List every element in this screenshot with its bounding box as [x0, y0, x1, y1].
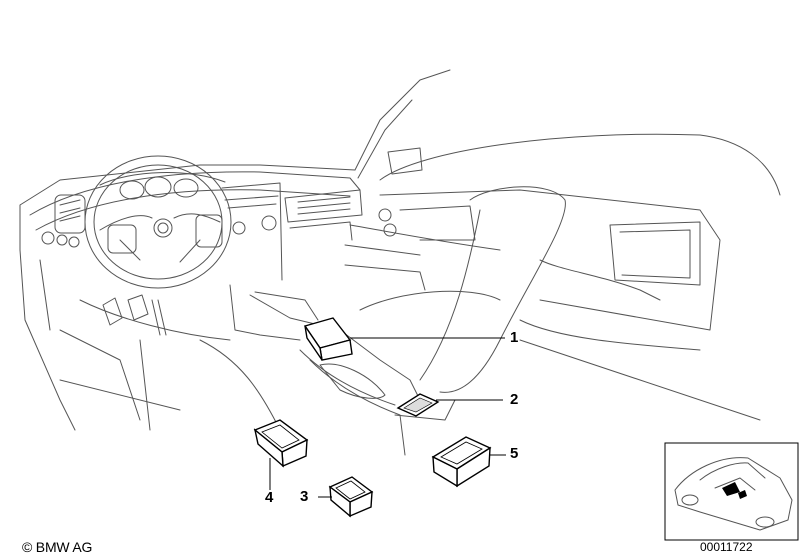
callout-1: 1 — [510, 329, 519, 346]
part-3-storage-box — [328, 476, 374, 518]
car-thumbnail — [664, 442, 799, 541]
image-number: 00011722 — [700, 540, 753, 554]
part-2-floor-tray — [396, 393, 440, 417]
callout-2: 2 — [510, 391, 519, 408]
callout-3: 3 — [300, 488, 309, 505]
leader-lines — [269, 337, 506, 498]
callout-4: 4 — [265, 489, 274, 506]
car-interior-drawing — [19, 69, 781, 456]
copyright-label: © BMW AG — [22, 539, 93, 555]
part-1-tray-in-console — [303, 317, 353, 361]
part-4-storage-box — [253, 419, 309, 468]
part-5-storage-box — [431, 436, 492, 488]
callout-5: 5 — [510, 445, 519, 462]
